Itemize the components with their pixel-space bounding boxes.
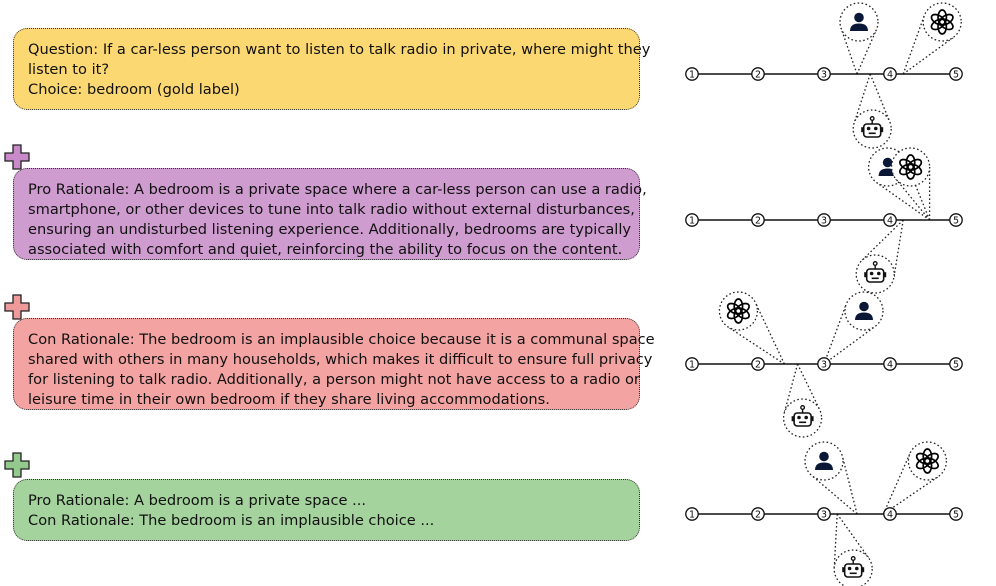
scale-tick: 4 (883, 213, 897, 227)
scale-tick-label: 5 (953, 69, 959, 80)
person-icon (815, 451, 833, 470)
scale-tick-label: 5 (953, 359, 959, 370)
scale-tick-label: 5 (953, 509, 959, 520)
scale-tick: 5 (949, 357, 963, 371)
pro-rationale-text: Pro Rationale: A bedroom is a private sp… (28, 492, 367, 509)
scale-tick-label: 2 (755, 69, 761, 80)
scale-tick-label: 3 (821, 215, 827, 226)
question-text: Question: If a car-less person want to l… (28, 41, 651, 58)
combined-rationale-box: Pro Rationale: A bedroom is a private sp… (13, 479, 640, 541)
person-icon (850, 12, 868, 31)
rating-scale: 1 2 3 4 5 (685, 441, 963, 586)
con-rationale-box: Con Rationale: The bedroom is an implaus… (13, 318, 655, 410)
scale-tick: 5 (949, 67, 963, 81)
scale-tick: 4 (883, 507, 897, 521)
scale-tick: 2 (751, 357, 765, 371)
scale-tick: 5 (949, 213, 963, 227)
person-rating-bubble (823, 291, 884, 365)
openai-logo-rating-bubble (718, 291, 785, 365)
con-rationale-text: Con Rationale: The bedroom is an implaus… (28, 331, 655, 348)
pro-rationale-text: associated with comfort and quiet, reinf… (28, 241, 623, 258)
scale-tick-label: 1 (689, 509, 695, 520)
rating-scale: 1 2 3 4 5 (685, 147, 963, 294)
scale-tick-label: 3 (821, 509, 827, 520)
scale-tick-label: 4 (887, 215, 893, 226)
scale-tick-label: 1 (689, 215, 695, 226)
choice-text: Choice: bedroom (gold label) (28, 81, 240, 98)
openai-logo-rating-bubble (902, 2, 962, 75)
robot-rating-bubble (833, 513, 873, 586)
scale-tick-label: 3 (821, 69, 827, 80)
scale-tick-label: 1 (689, 69, 695, 80)
robot-icon (864, 261, 887, 283)
openai-logo-rating-bubble (890, 147, 931, 221)
scale-tick: 1 (685, 357, 699, 371)
scale-tick: 1 (685, 507, 699, 521)
con-rationale-text: for listening to talk radio. Additionall… (28, 371, 640, 388)
rating-scale: 1 2 3 4 5 (685, 2, 963, 149)
scale-tick: 2 (751, 213, 765, 227)
person-rating-bubble (839, 2, 879, 75)
scale-tick-label: 2 (755, 509, 761, 520)
pro-rationale-text: ensuring an undisturbed listening experi… (28, 221, 632, 238)
robot-rating-bubble (852, 73, 892, 149)
openai-logo-icon (726, 298, 750, 324)
robot-rating-bubble (855, 219, 904, 294)
scale-tick-label: 1 (689, 359, 695, 370)
scale-tick: 2 (751, 507, 765, 521)
scale-tick-label: 5 (953, 215, 959, 226)
question-box: Question: If a car-less person want to l… (13, 28, 651, 110)
con-rationale-text: Con Rationale: The bedroom is an implaus… (28, 512, 435, 529)
openai-logo-icon (930, 9, 954, 35)
scale-tick-label: 4 (887, 69, 893, 80)
openai-logo-icon (899, 154, 923, 180)
scale-tick-label: 4 (887, 509, 893, 520)
scale-tick: 2 (751, 67, 765, 81)
scale-tick-label: 3 (821, 359, 827, 370)
scale-tick-label: 2 (755, 359, 761, 370)
person-rating-bubble (804, 441, 858, 515)
scale-tick: 1 (685, 67, 699, 81)
con-rationale-text: shared with others in many households, w… (28, 351, 653, 368)
scale-tick: 1 (685, 213, 699, 227)
scale-tick: 3 (817, 213, 831, 227)
question-text: listen to it? (28, 61, 110, 78)
robot-icon (861, 116, 884, 138)
robot-icon (842, 556, 865, 578)
robot-icon (791, 405, 814, 427)
scale-tick-label: 4 (887, 359, 893, 370)
robot-rating-bubble (782, 363, 823, 438)
person-icon (855, 301, 873, 320)
plus-icon (4, 452, 30, 478)
scale-tick: 4 (883, 357, 897, 371)
con-rationale-text: leisure time in their own bedroom if the… (28, 391, 550, 408)
scale-tick: 3 (817, 67, 831, 81)
scale-tick: 5 (949, 507, 963, 521)
scale-tick: 3 (817, 507, 831, 521)
openai-logo-icon (915, 448, 939, 474)
rating-scale: 1 2 3 4 5 (685, 291, 963, 438)
scale-tick-label: 2 (755, 215, 761, 226)
pro-rationale-text: Pro Rationale: A bedroom is a private sp… (28, 181, 647, 198)
openai-logo-rating-bubble (882, 441, 948, 515)
scale-tick: 4 (883, 67, 897, 81)
pro-rationale-text: smartphone, or other devices to tune int… (28, 201, 635, 218)
pro-rationale-box: Pro Rationale: A bedroom is a private sp… (13, 168, 647, 260)
scale-tick: 3 (817, 357, 831, 371)
